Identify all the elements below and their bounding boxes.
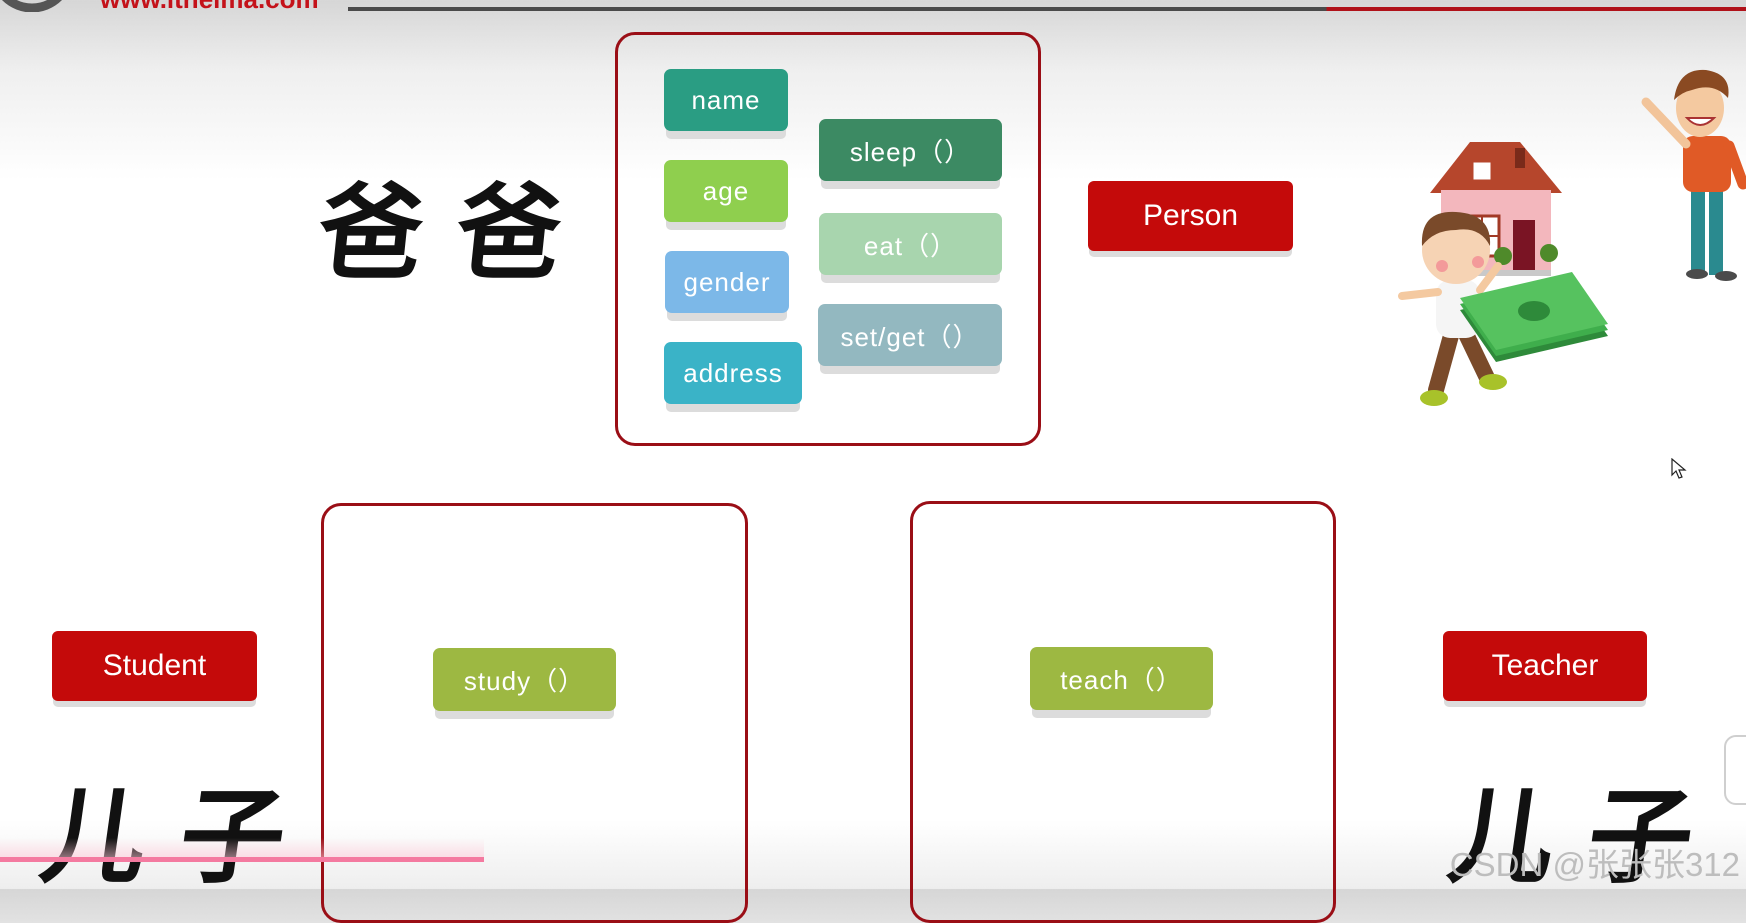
side-panel-handle[interactable] bbox=[1724, 735, 1746, 805]
method-study-pill: study（） bbox=[433, 648, 616, 711]
son-label-left: 儿子 bbox=[34, 776, 328, 898]
person-class-box bbox=[615, 32, 1041, 446]
site-logo-icon bbox=[1, 0, 63, 12]
site-url: www.itheima.com bbox=[100, 0, 319, 15]
mouse-cursor-icon bbox=[1671, 458, 1687, 479]
method-setget-pill: set/get（） bbox=[818, 304, 1002, 366]
method-sleep-pill: sleep（） bbox=[819, 119, 1002, 181]
teacher-class-box bbox=[910, 501, 1336, 923]
method-eat-pill: eat（） bbox=[819, 213, 1002, 275]
teacher-class-label: Teacher bbox=[1443, 631, 1647, 701]
attribute-name-pill: name bbox=[664, 69, 788, 131]
person-class-label: Person bbox=[1088, 181, 1293, 251]
attribute-address-pill: address bbox=[664, 342, 802, 404]
top-rule bbox=[348, 7, 1746, 11]
attribute-gender-pill: gender bbox=[665, 251, 789, 313]
progress-hover-shade bbox=[0, 838, 484, 858]
attribute-age-pill: age bbox=[664, 160, 788, 222]
boy-figure-icon bbox=[1398, 211, 1507, 406]
student-class-label: Student bbox=[52, 631, 257, 701]
family-illustration bbox=[1398, 69, 1746, 406]
watermark: CSDN @张张张312 bbox=[1449, 846, 1740, 883]
method-teach-pill: teach（） bbox=[1030, 647, 1213, 710]
father-figure-icon bbox=[1641, 69, 1746, 281]
father-label: 爸爸 bbox=[312, 172, 602, 294]
money-stack-icon bbox=[1460, 272, 1608, 362]
video-progress-bar[interactable] bbox=[0, 857, 484, 862]
